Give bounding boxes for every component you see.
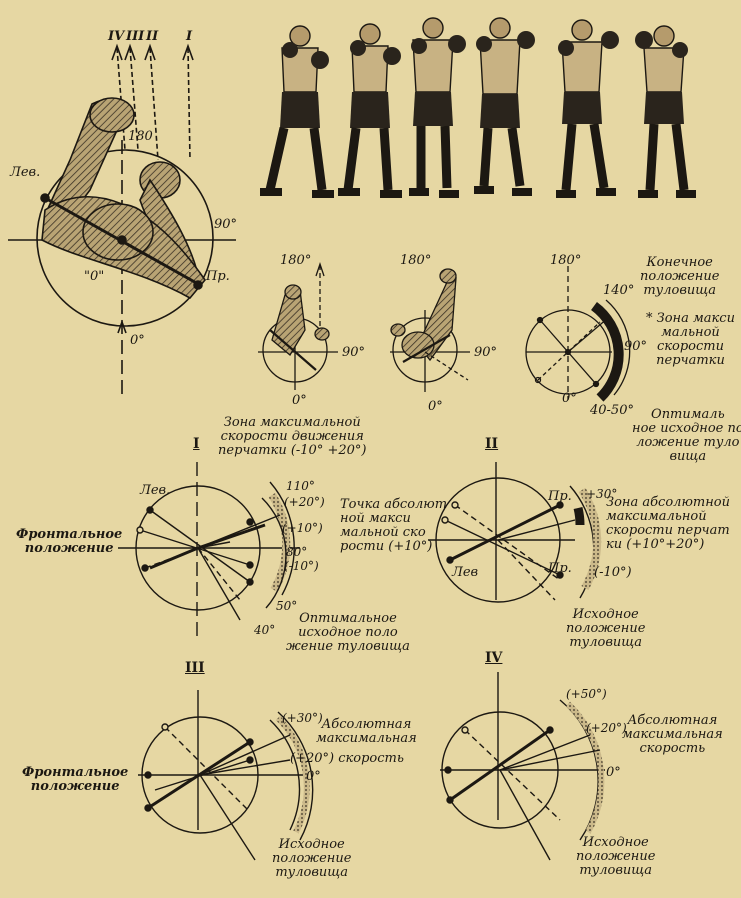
diagram-iii-plus30: (+30°) [282, 711, 323, 725]
roman-iii-label: III [126, 29, 145, 44]
diagram-IV [440, 672, 605, 861]
diagram-I [118, 462, 300, 640]
head-shape [82, 203, 154, 261]
diagram-ii-minus10: (-10°) [594, 565, 632, 580]
rotation-circle [36, 149, 214, 327]
diagram-iii-frontal: Фронтальное положение [22, 765, 129, 794]
small-mid-0: 0° [428, 399, 443, 414]
boxer-figure [474, 17, 535, 196]
label-right: Пр. [206, 269, 230, 284]
small-diagram-left [258, 261, 338, 390]
deg-0-bottom-label: 0° [130, 333, 145, 348]
diagram-i-zone-title: Зона максимальной скорости движения перч… [218, 415, 367, 458]
small-mid-90: 90° [474, 345, 498, 360]
diagram-iii-0: 0° [306, 769, 321, 784]
deg-90-label: 90° [214, 217, 238, 232]
diagram-ii-pr-top: Пр. [548, 489, 572, 504]
deg-0-center-label: "0" [84, 269, 105, 284]
label-left: Лев. [10, 165, 41, 180]
diagram-ii-left: Лев [452, 565, 479, 580]
diagram-III [138, 690, 314, 861]
diagram-i-left: Лев. [140, 483, 171, 498]
roman-iv-label: IV [108, 29, 125, 44]
speed-zone-arc [590, 301, 624, 402]
optimal-start-label: Оптималь ное исходное по ложение туло ви… [632, 407, 741, 464]
diagram-i-40: 40° [254, 623, 276, 637]
boxer-figure [338, 23, 402, 198]
diagram-ii-title: II [485, 436, 499, 452]
small-diagram-middle [390, 268, 470, 392]
diagram-i-plus10: (+10°) [282, 521, 323, 535]
small-right-180: 180° [550, 253, 582, 268]
diagram-i-plus20: (+20°) [284, 495, 325, 509]
small-right-40-50: 40-50° [590, 403, 634, 418]
boxer-figure [409, 17, 466, 198]
diagram-i-minus10: (-10°) [284, 559, 319, 573]
diagram-ii-zone-abs: Зона абсолютной максимальной скорости пе… [606, 495, 730, 552]
diagram-iii-title: III [185, 660, 205, 676]
top-left-diagram [8, 43, 236, 396]
diagram-iv-start: Исходное положение туловища [576, 835, 656, 878]
boxer-figure [556, 19, 619, 198]
diagram-ii-start: Исходное положение туловища [566, 607, 646, 650]
small-right-140: 140° [603, 283, 635, 298]
final-position-label: Конечное положение туловища [640, 255, 720, 298]
diagram-i-optimal: Оптимальное исходное поло жение туловища [286, 611, 410, 654]
diagram-iv-abs-max: Абсолютная максимальная скорость [622, 713, 723, 756]
boxer-sequence [260, 17, 696, 198]
roman-i-label: I [186, 29, 193, 44]
boxer-figure [260, 25, 334, 198]
diagram-i-frontal: Фронтальное положение [16, 527, 123, 556]
small-left-0: 0° [292, 393, 307, 408]
diagram-i-80: 80° [286, 545, 308, 559]
diagram-iii-abs-max: Абсолютная максимальная [316, 717, 417, 746]
diagram-iv-0: 0° [606, 765, 621, 780]
roman-ii-label: II [146, 29, 159, 44]
diagram-iv-title: IV [485, 650, 503, 666]
diagram-iv-plus20: (+20°) [586, 721, 627, 735]
diagram-II [428, 462, 602, 603]
small-right-90: 90° [624, 339, 648, 354]
small-right-0: 0° [562, 391, 577, 406]
boxer-figure [635, 25, 696, 198]
diagram-i-title: I [193, 436, 200, 452]
diagram-iii-start: Исходное положение туловища [272, 837, 352, 880]
small-left-90: 90° [342, 345, 366, 360]
diagram-i-110: 110° [286, 479, 315, 493]
diagram-i-50: 50° [276, 599, 298, 613]
diagram-ii-plus30: +30° [586, 487, 618, 501]
small-left-180: 180° [280, 253, 312, 268]
diagram-iv-plus50: (+50°) [566, 687, 607, 701]
small-mid-180: 180° [400, 253, 432, 268]
left-glove-shape [89, 97, 135, 133]
max-speed-zone-label: * Зона макси мальной скорости перчатки [646, 311, 735, 368]
small-diagram-right [525, 266, 631, 402]
diagram-ii-pr-bottom: Пр. [548, 561, 572, 576]
diagram-i-abs-point: Точка абсолют ной макси мальной ско рост… [340, 497, 448, 554]
deg-180-label: 180 [128, 129, 153, 144]
diagram-iii-plus20-speed: (+20°) скорость [290, 751, 404, 766]
